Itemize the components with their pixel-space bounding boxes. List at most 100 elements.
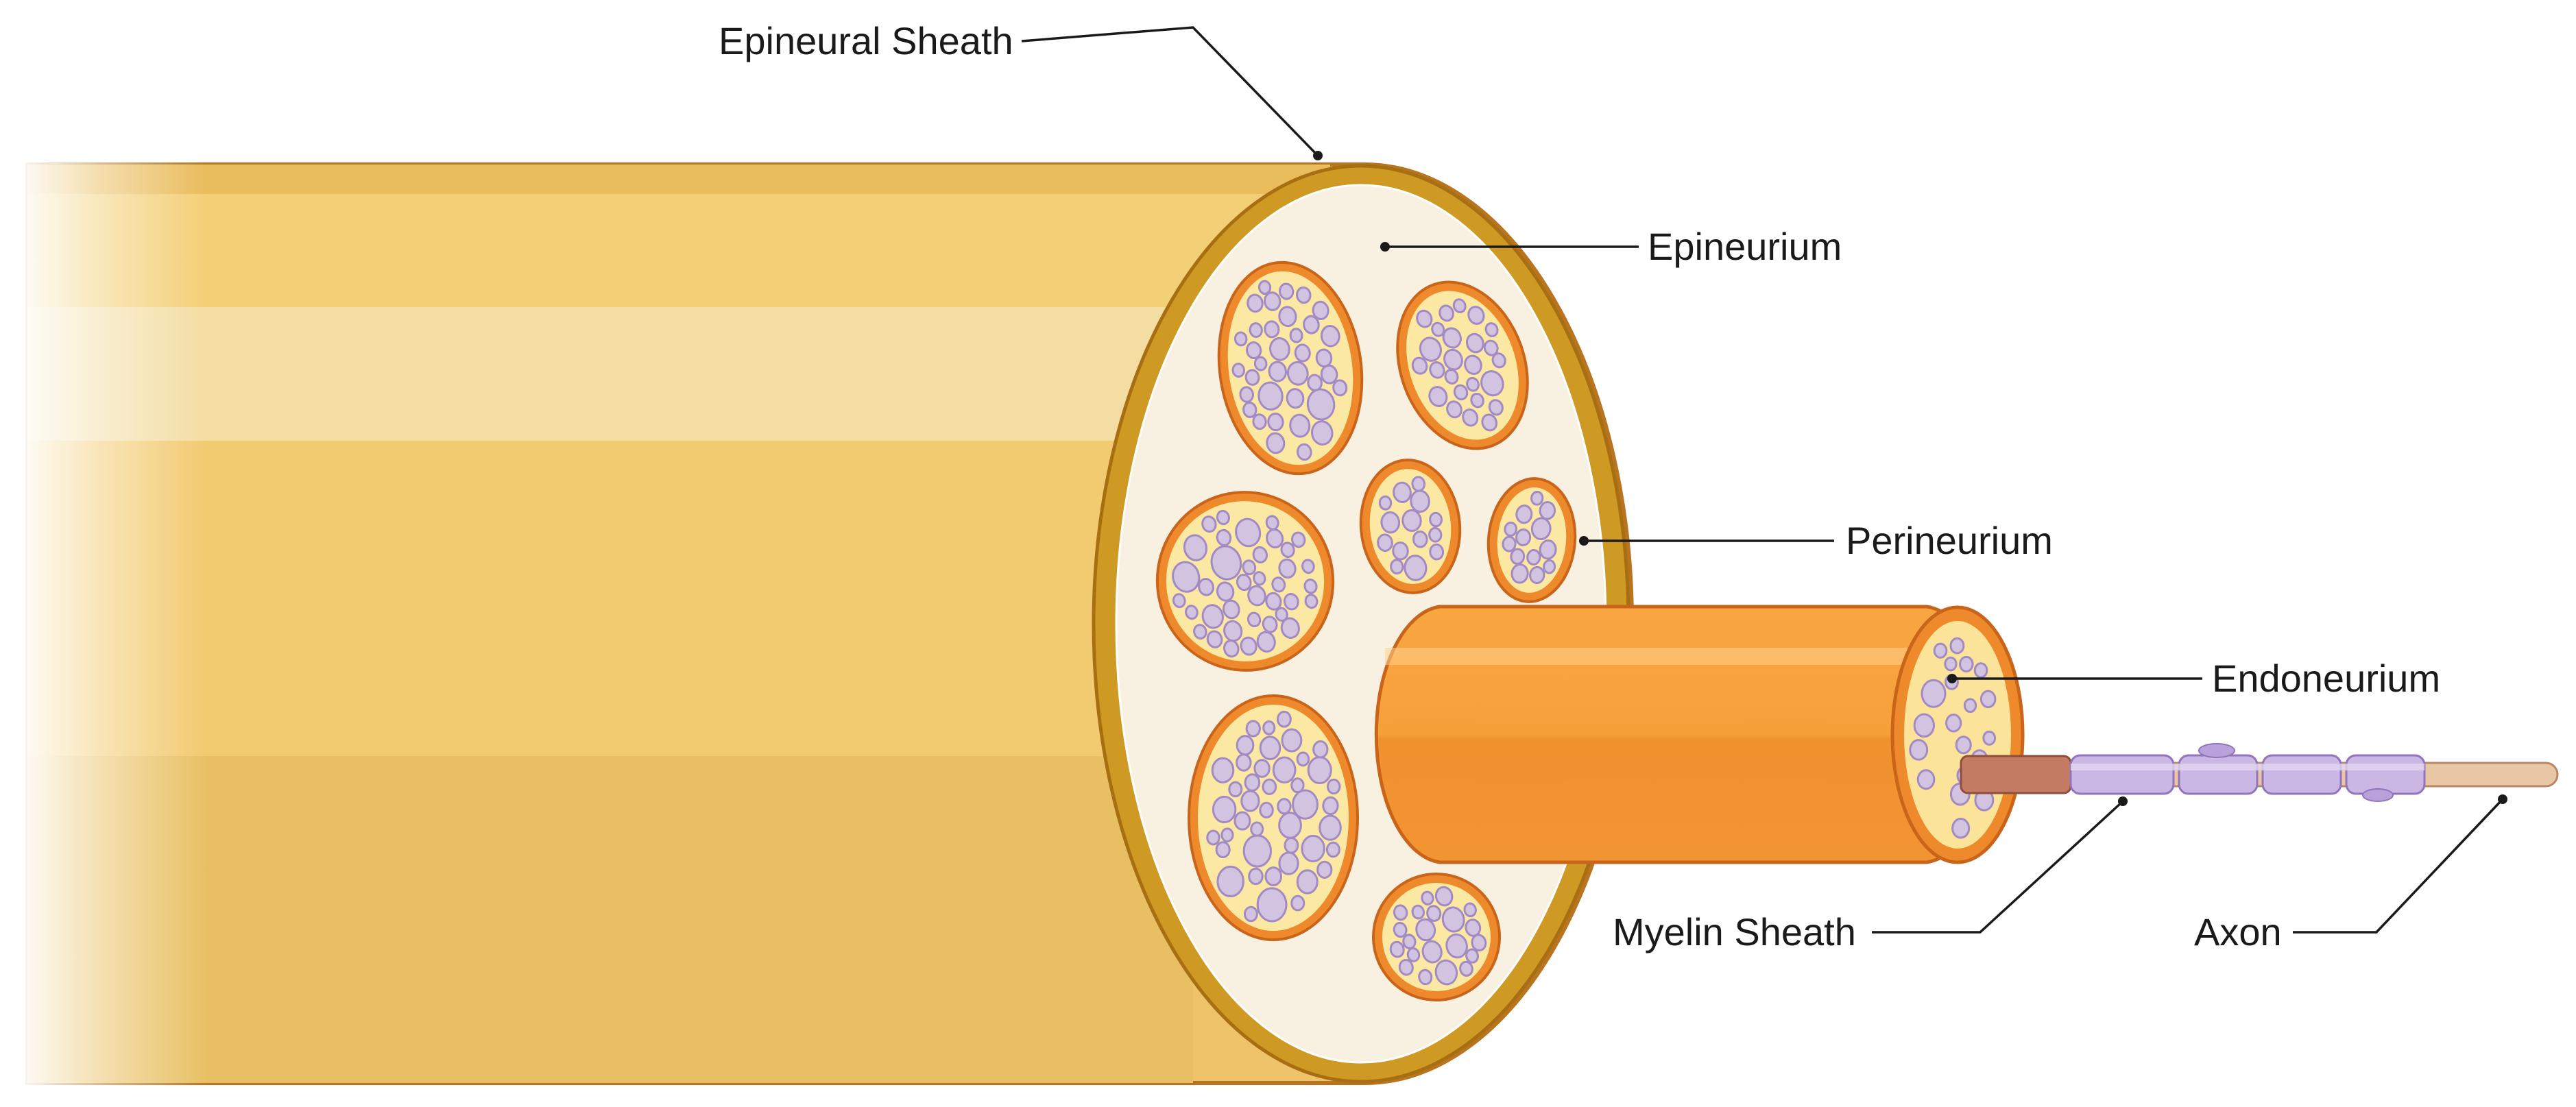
nerve-fiber-cross-section [1452,298,1467,313]
nerve-fiber-cross-section [1263,291,1281,311]
nerve-fiber-cross-section [1415,918,1436,942]
nerve-fiber-cross-section [1303,315,1320,334]
nerve-fiber-cross-section [1510,563,1529,584]
nerve-fiber-cross-section [1253,571,1266,586]
nerve-fiber-cross-section [1259,801,1274,818]
nerve-fiber-cross-section [1445,933,1468,959]
nerve-fiber-cross-section [1909,739,1929,761]
label-epineural-sheath: Epineural Sheath [719,19,1323,160]
nerve-fiber-cross-section [1332,379,1348,397]
nerve-fiber-cross-section [1239,386,1254,403]
nerve-fiber-cross-section [1235,518,1262,548]
nerve-fiber-cross-section [1294,343,1311,363]
nerve-fiber-cross-section [1446,400,1462,419]
nerve-fiber-cross-section [1280,617,1300,639]
nerve-fiber-cross-section [1982,730,1997,746]
svg-text:Perineurium: Perineurium [1846,519,2053,562]
nerve-fiber-cross-section [1325,841,1340,858]
nerve-fiber-cross-section [1276,710,1292,728]
nerve-fiber-cross-section [1296,869,1319,895]
nerve-fiber-cross-section [1244,773,1261,792]
nerve-fiber-cross-section [1290,895,1305,912]
nerve-fiber-cross-section [1393,921,1408,938]
nerve-fiber-cross-section [1377,533,1393,552]
nerve-fiber-cross-section [1416,309,1433,328]
nerve-fiber-cross-section [1434,959,1458,986]
svg-text:Endoneurium: Endoneurium [2212,657,2440,700]
nerve-fiber-cross-section [1418,969,1433,986]
nerve-fiber-cross-section [1465,948,1479,964]
nerve-fiber-cross-section [1249,322,1263,338]
nerve-fiber-cross-section [1243,905,1258,923]
nerve-fiber-cross-section [1172,561,1201,593]
nerve-fiber-cross-section [1488,399,1504,416]
nerve-fiber-cross-section [1307,756,1332,785]
nerve-fiber-cross-section [1462,409,1479,427]
nerve-fiber-cross-section [1510,548,1526,565]
fascicle [1155,491,1335,672]
nerve-fiber-cross-section [1411,904,1425,920]
nerve-fiber-cross-section [1233,331,1248,347]
axon-cut-end [1960,755,2072,794]
nerve-fiber-cross-section [1979,690,1997,709]
nerve-fiber-cross-section [1236,753,1252,772]
nerve-fiber-cross-section [1259,735,1281,761]
nerve-fiber-cross-section [1426,905,1442,922]
nerve-fiber-cross-section [1428,526,1443,543]
nerve-fiber-cross-section [1245,720,1261,738]
nerve-fiber-cross-section [1297,443,1312,461]
label-epineurium: Epineurium [1380,225,1842,268]
nerve-fiber-cross-section [1916,769,1936,790]
nerve-fiber-cross-section [1402,934,1417,949]
nerve-fiber-cross-section [1215,841,1231,859]
nerve-fiber-cross-section [1412,531,1428,548]
nerve-fiber-cross-section [1959,655,1974,673]
svg-text:Epineural Sheath: Epineural Sheath [719,19,1013,62]
nerve-fiber-cross-section [1515,504,1533,524]
nerve-fiber-cross-section [1289,328,1303,343]
nerve-fiber-cross-section [1296,286,1312,304]
nerve-fiber-cross-section [1267,412,1284,432]
nerve-fiber-cross-section [1198,578,1214,596]
nerve-fiber-cross-section [1539,539,1557,560]
nerve-fiber-cross-section [1290,777,1305,794]
nerve-fiber-cross-section [1429,511,1443,528]
nerve-fiber-cross-section [1193,624,1207,640]
nerve-fiber-cross-section [1262,778,1277,796]
nerve-fiber-cross-section [1247,611,1262,628]
fascicle-group [1155,260,1577,1001]
nerve-fiber-cross-section [1398,958,1414,976]
nerve-fiber [1960,743,2559,802]
nerve-fiber-cross-section [1253,759,1271,778]
nerve-fiber-cross-section [1281,728,1303,753]
svg-text:Epineurium: Epineurium [1648,225,1842,268]
nerve-fiber-cross-section [1543,559,1556,574]
nerve-fiber-cross-section [1210,545,1242,581]
svg-text:Axon: Axon [2194,910,2282,953]
nerve-fiber-cross-section [1312,300,1329,320]
nerve-fiber-cross-section [1393,904,1408,921]
nerve-fiber-cross-section [1291,531,1306,548]
nerve-fiber-cross-section [1431,321,1445,337]
nerve-fiber-cross-section [1444,368,1459,385]
nerve-fiber-cross-section [1304,594,1319,609]
nerve-fiber-cross-section [1201,604,1224,629]
nerve-fiber-cross-section [1279,282,1295,300]
nerve-fiber-cross-section [1316,860,1333,879]
label-endoneurium: Endoneurium [1947,657,2440,700]
nerve-fiber-cross-section [1326,778,1341,795]
nerve-fiber-cross-section [1212,795,1237,824]
nerve-fiber-cross-section [1280,542,1295,558]
nerve-fiber-cross-section [1289,413,1311,438]
nerve-fiber-cross-section [1262,720,1276,735]
nerve-fiber-cross-section [1284,836,1299,854]
nerve-fiber-cross-section [1256,631,1276,653]
nerve-fiber-cross-section [1301,559,1315,574]
nerve-fiber-cross-section [1389,940,1405,958]
nerve-fiber-cross-section [1286,388,1305,409]
nerve-fiber-cross-section [1429,543,1445,561]
nerve-fiber-cross-section [1223,620,1243,642]
nerve-fiber-cross-section [1253,356,1268,372]
nerve-fiber-cross-section [1301,834,1325,863]
